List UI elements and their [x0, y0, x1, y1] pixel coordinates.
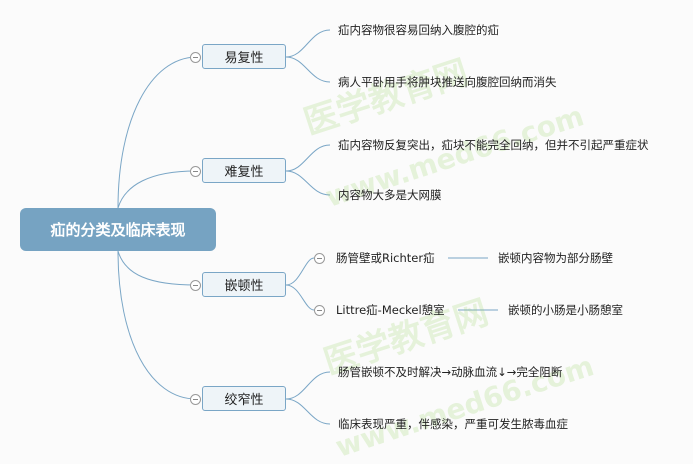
leaf-node[interactable]: 内容物大多是大网膜: [338, 188, 442, 202]
leaf-node[interactable]: 疝内容物很容易回纳入腹腔的疝: [338, 23, 499, 37]
branch-node-easy-reducible[interactable]: 易复性: [202, 44, 286, 69]
root-node[interactable]: 疝的分类及临床表现: [20, 208, 216, 251]
collapse-toggle-icon[interactable]: [190, 52, 201, 63]
leaf-node[interactable]: 病人平卧用手将肿块推送向腹腔回纳而消失: [338, 75, 557, 89]
leaf-node[interactable]: 临床表现严重，伴感染，严重可发生脓毒血症: [338, 417, 568, 431]
leaf-node[interactable]: 肠管壁或Richter疝: [336, 251, 435, 265]
branch-node-incarcerated[interactable]: 嵌顿性: [202, 272, 286, 297]
detail-node[interactable]: 嵌顿内容物为部分肠壁: [498, 251, 613, 265]
detail-node[interactable]: 嵌顿的小肠是小肠憩室: [508, 303, 623, 317]
leaf-node[interactable]: 疝内容物反复突出，疝块不能完全回纳，但并不引起严重症状: [338, 138, 649, 152]
collapse-toggle-icon[interactable]: [190, 394, 201, 405]
leaf-node[interactable]: Littre疝-Meckel憩室: [336, 303, 445, 317]
collapse-toggle-icon[interactable]: [314, 305, 325, 316]
collapse-toggle-icon[interactable]: [190, 280, 201, 291]
collapse-toggle-icon[interactable]: [314, 253, 325, 264]
collapse-toggle-icon[interactable]: [190, 166, 201, 177]
leaf-node[interactable]: 肠管嵌顿不及时解决→动脉血流↓→完全阻断: [338, 365, 563, 379]
branch-node-irreducible[interactable]: 难复性: [202, 158, 286, 183]
branch-node-strangulated[interactable]: 绞窄性: [202, 386, 286, 411]
